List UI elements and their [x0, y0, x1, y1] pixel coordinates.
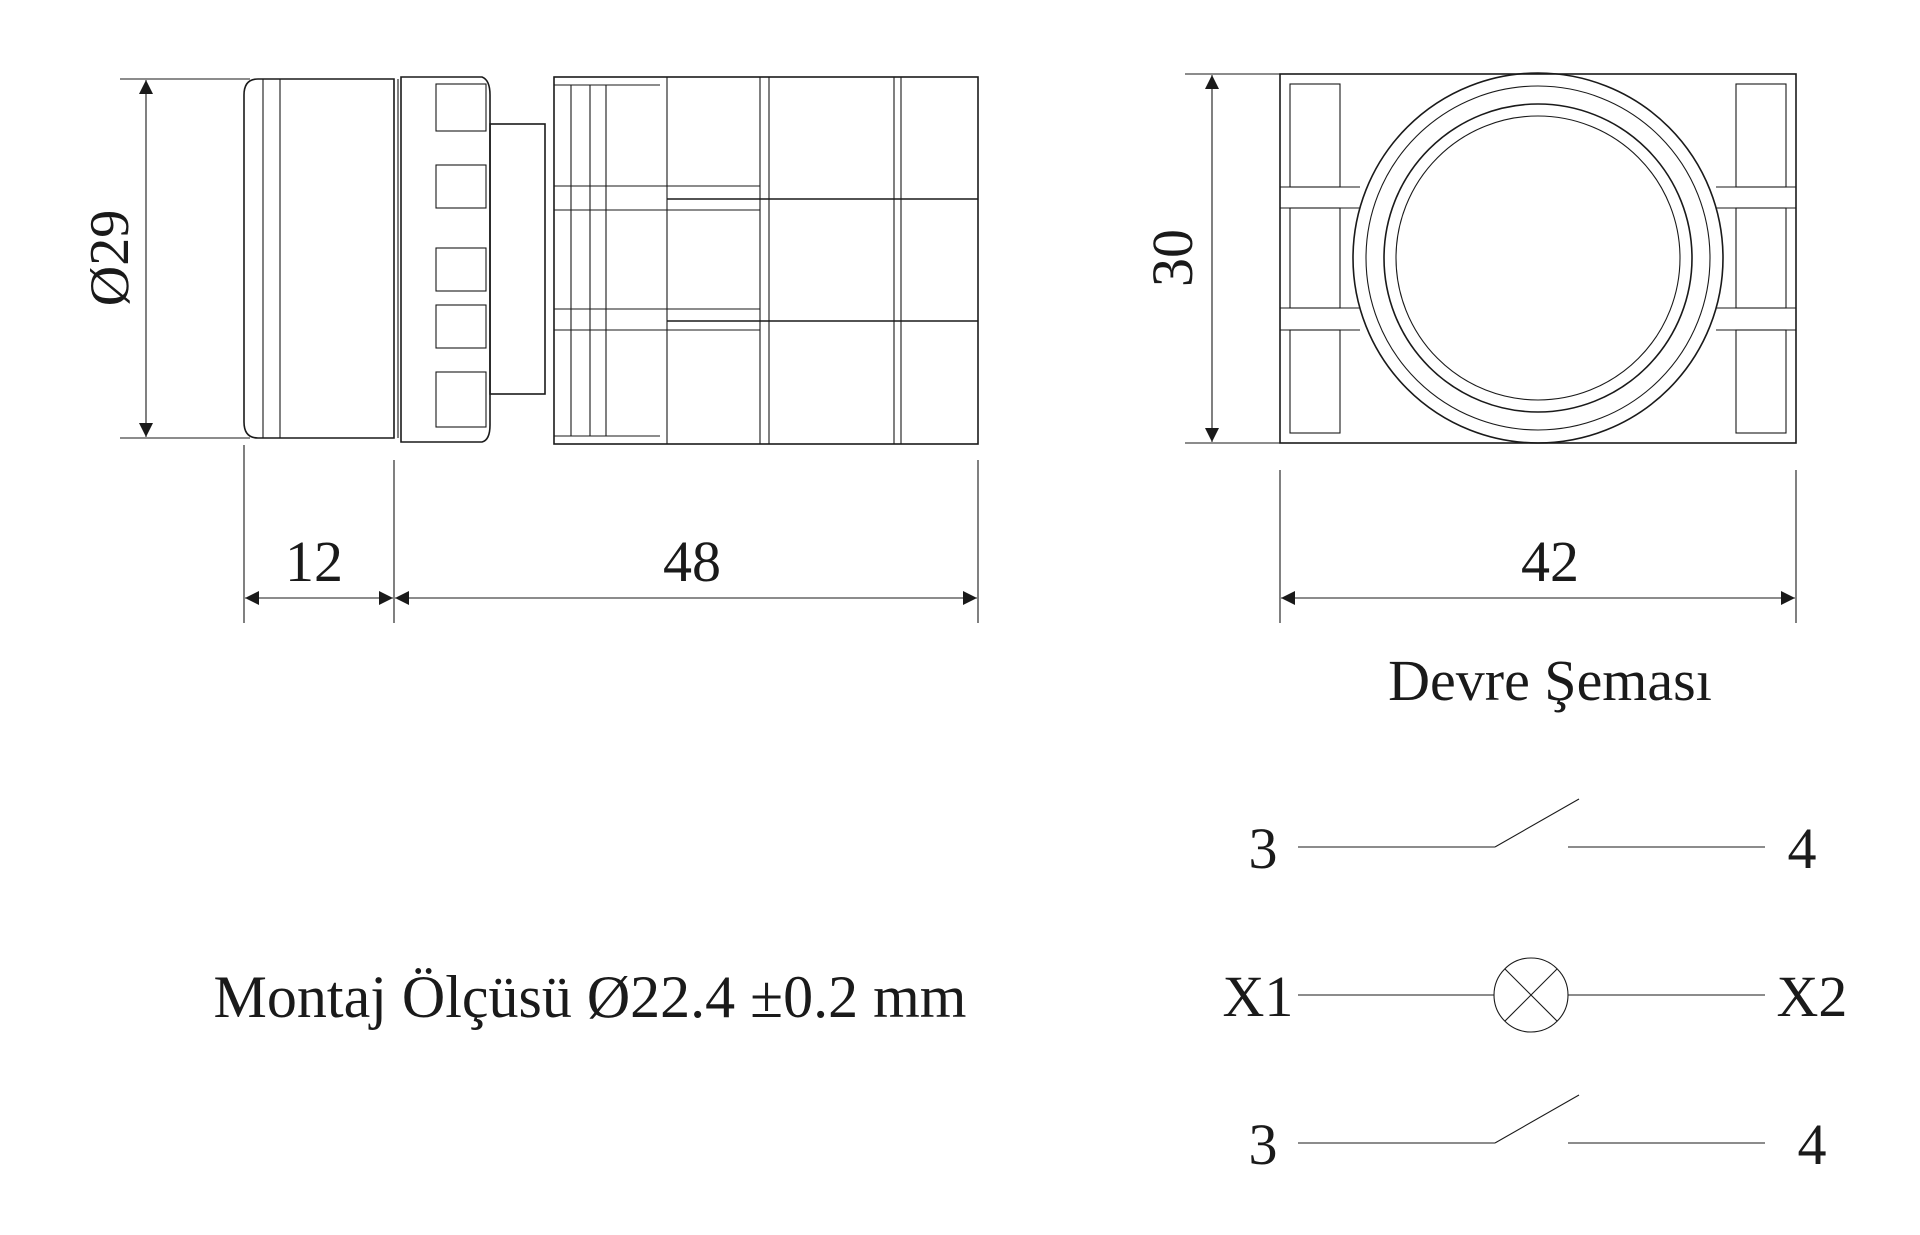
stem	[489, 123, 546, 395]
length-dimensions: 12 48	[243, 445, 979, 623]
terminal-label-left: 3	[1249, 1112, 1278, 1177]
side-view: Ø29	[79, 76, 979, 623]
circuit-diagram: Devre Şeması 3 4 X1 X2 3 4	[1223, 648, 1848, 1177]
front-view: 30 42	[1140, 72, 1797, 623]
body-length-label: 48	[663, 529, 721, 594]
terminal-label-left: 3	[1249, 816, 1278, 881]
lamp-row: X1 X2	[1223, 957, 1848, 1033]
contact-row-1: 3 4	[1249, 798, 1817, 881]
switch-contact	[1494, 798, 1580, 848]
locking-ring	[397, 76, 491, 443]
width-label: 42	[1521, 529, 1579, 594]
terminal-label-right: 4	[1798, 1112, 1827, 1177]
width-dimension: 42	[1279, 470, 1797, 623]
circuit-title: Devre Şeması	[1388, 648, 1712, 713]
diameter-label: Ø29	[79, 210, 141, 306]
height-dimension: 30	[1140, 73, 1280, 444]
lamp-icon	[1493, 957, 1569, 1033]
contact-row-2: 3 4	[1249, 1094, 1827, 1177]
button-face	[1352, 72, 1724, 444]
front-length-label: 12	[285, 529, 343, 594]
front-cap	[243, 78, 395, 439]
terminal-label-right: 4	[1788, 816, 1817, 881]
mounting-dimension-text: Montaj Ölçüsü Ø22.4 ±0.2 mm	[214, 964, 967, 1030]
height-label: 30	[1140, 229, 1205, 287]
side-clips	[1280, 83, 1796, 434]
terminal-label-right: X2	[1777, 964, 1848, 1029]
diameter-dimension: Ø29	[79, 78, 250, 439]
switch-contact	[1494, 1094, 1580, 1144]
terminal-label-left: X1	[1223, 964, 1294, 1029]
contact-body	[553, 76, 979, 445]
